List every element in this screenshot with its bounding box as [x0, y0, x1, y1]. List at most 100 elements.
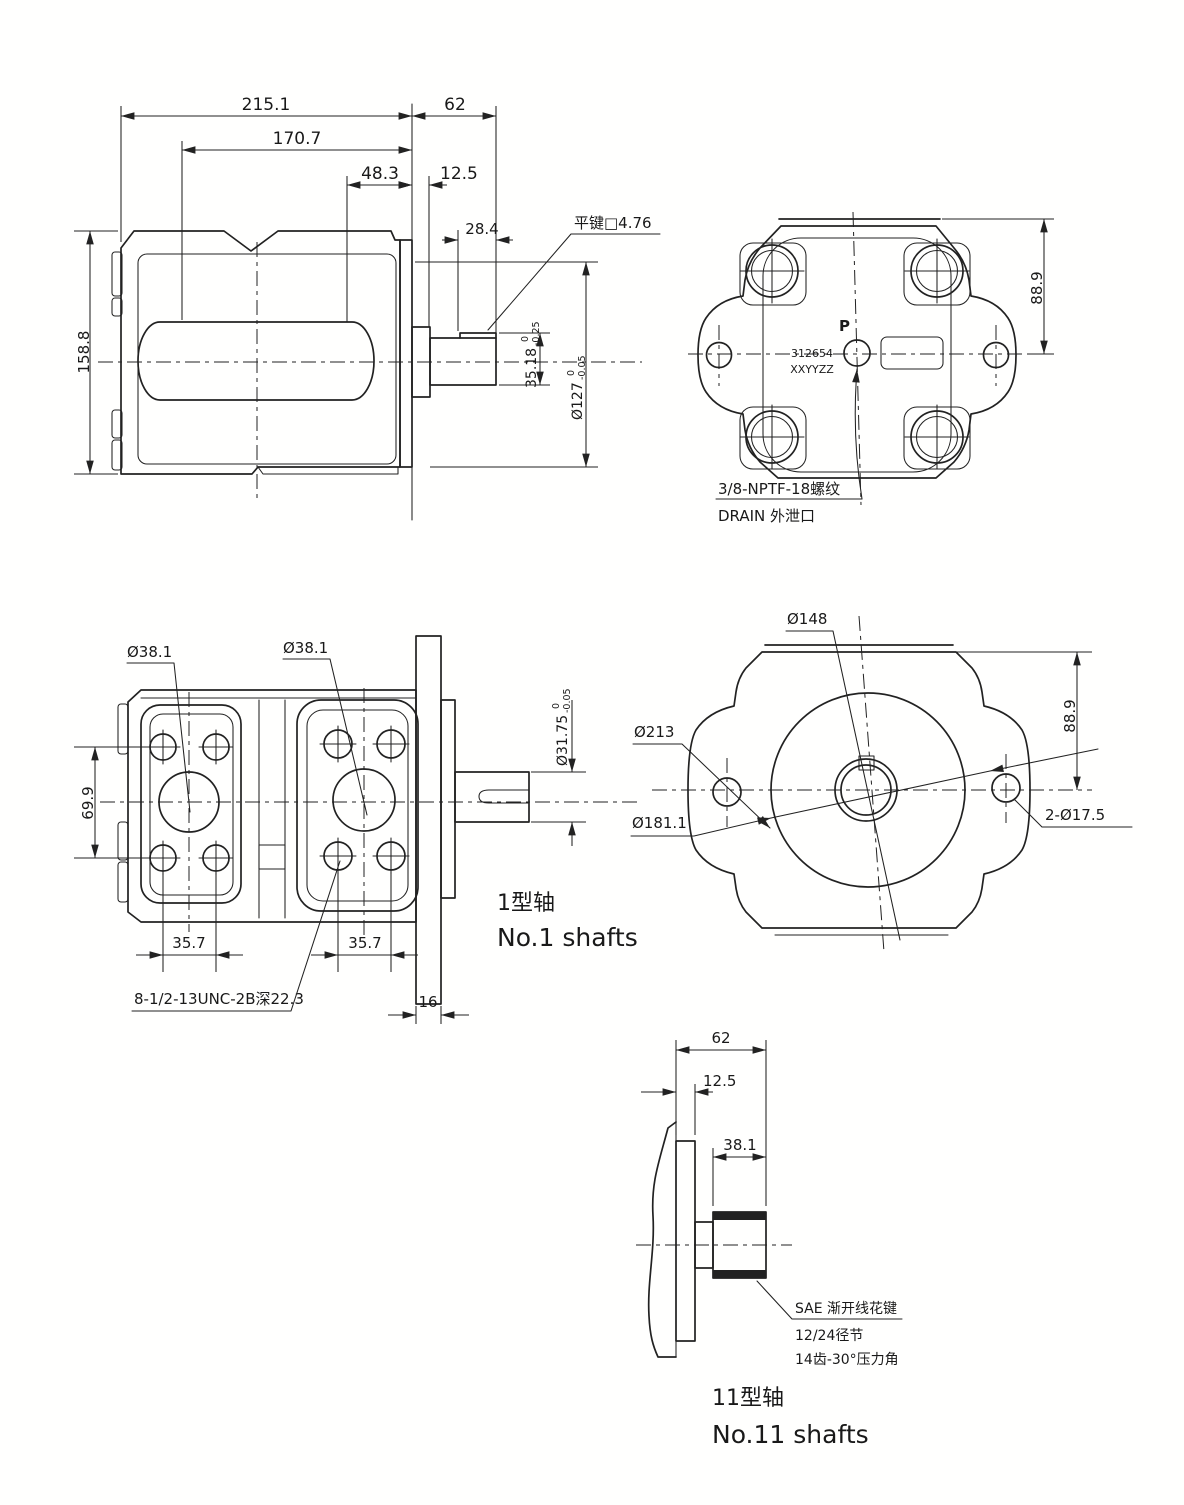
- key-note-label: 平键□4.76: [574, 214, 652, 232]
- front-view: Ø148 Ø213 Ø181.1 2-Ø17.5 88.9: [630, 610, 1133, 953]
- port-face-view: Ø38.1 Ø38.1 69.9 35.7: [74, 635, 642, 1024]
- dim-357-left-label: 35.7: [172, 934, 205, 952]
- dim-no1-shaft-dia: Ø31.75 0 -0.05: [531, 688, 586, 846]
- shaft11-dim-125-label: 12.5: [703, 1072, 736, 1090]
- drain-note-1: 3/8-NPTF-18螺纹: [718, 480, 840, 498]
- dim-158-label: 158.8: [75, 331, 93, 374]
- rear-dim-889-label: 88.9: [1028, 271, 1046, 304]
- port-boss-4: [111, 439, 123, 471]
- shaft11-flange-plate: [675, 1140, 696, 1342]
- dim-215-label: 215.1: [242, 95, 291, 115]
- port-dia-left-callout: Ø38.1: [126, 643, 191, 813]
- dim-shaft-dia: 35.18 0 -0.25: [499, 321, 550, 388]
- screw-tl: [739, 238, 805, 304]
- dim-125: 12.5: [394, 164, 478, 327]
- no1-shaft: [454, 771, 530, 823]
- dim-148-callout: Ø148: [785, 610, 901, 941]
- front-v-centerline: [858, 615, 885, 953]
- spline-note-1: SAE 渐开线花键: [795, 1301, 897, 1317]
- dim-148-label: Ø148: [787, 610, 827, 628]
- port-dia-right-label: Ø38.1: [283, 639, 328, 657]
- ports-boss-2: [117, 821, 129, 861]
- shaft11-dim-125: 12.5: [641, 1072, 736, 1135]
- port-flange-left: [140, 704, 242, 904]
- front-dim-889: 88.9: [956, 651, 1092, 790]
- ports-boss-1: [117, 703, 129, 755]
- thread-note-callout: 8-1/2-13UNC-2B深22.3: [131, 860, 341, 1012]
- rear-v-centerline: [852, 211, 862, 506]
- shaft-tol-lo: -0.25: [531, 321, 542, 346]
- dim-holes-label: 2-Ø17.5: [1045, 806, 1105, 824]
- dim-357-left: 35.7: [136, 873, 243, 972]
- drain-note-2: DRAIN 外泄口: [718, 507, 815, 525]
- port-dia-right-callout: Ø38.1: [282, 639, 368, 816]
- drain-callout: 3/8-NPTF-18螺纹 DRAIN 外泄口: [715, 368, 863, 525]
- rear-body-outline: [697, 225, 1017, 479]
- screw-br: [904, 404, 970, 470]
- shaft11-dim-62-label: 62: [711, 1029, 730, 1047]
- shaft11-body-break: [647, 1121, 677, 1358]
- spline-teeth-top: [713, 1212, 766, 1220]
- pump-body-outline: [120, 230, 401, 475]
- port-dia-left-label: Ø38.1: [127, 643, 172, 661]
- dim-16-label: 16: [418, 993, 437, 1011]
- dim-pilot-dia: Ø127 0 -0.05: [415, 261, 598, 468]
- shaft11-dim-62: 62: [675, 1029, 767, 1206]
- no1-shaft-dia-label: Ø31.75: [555, 715, 571, 766]
- no1-shaft-keyway: [478, 789, 530, 804]
- dim-213-label: Ø213: [634, 723, 674, 741]
- shaft-tol-hi: 0: [520, 336, 531, 342]
- spline-note-3: 14齿-30°压力角: [795, 1352, 899, 1368]
- serial-code: XXYYZZ: [790, 363, 834, 376]
- rear-view: P 312654 XXYYZZ 88.9 3/8-NPTF-18螺纹 DRAIN…: [688, 211, 1054, 525]
- dim-48-label: 48.3: [361, 164, 399, 184]
- spline-note-callout: SAE 渐开线花键 12/24径节 14齿-30°压力角: [756, 1280, 903, 1368]
- dim-1811-label: Ø181.1: [632, 814, 687, 832]
- rotor-cylinder: [137, 321, 375, 401]
- spline-note-2: 12/24径节: [795, 1328, 863, 1344]
- port-boss-2: [111, 297, 123, 317]
- body-bottom-lip: [257, 466, 399, 475]
- pilot-tol-lo: -0.05: [577, 355, 588, 380]
- dim-284: 28.4: [442, 220, 513, 331]
- shaft-dia-label: 35.18: [524, 348, 540, 388]
- front-dim-889-label: 88.9: [1061, 699, 1079, 732]
- no1-shaft-tol-lo: -0.05: [562, 688, 573, 713]
- shaft11-view: 62 12.5 38.1 SAE 渐开线花键 12/24径节 14齿-30°压力…: [636, 1029, 903, 1449]
- ports-mounting-flange: [415, 635, 442, 1005]
- dim-125-label: 12.5: [440, 164, 478, 184]
- shaft-key: [459, 332, 497, 339]
- shaft11-dim-381-label: 38.1: [723, 1136, 756, 1154]
- no11-caption-en: No.11 shafts: [712, 1420, 869, 1449]
- rear-dim-889: 88.9: [942, 218, 1054, 355]
- screw-bl: [739, 404, 805, 470]
- no1-caption-en: No.1 shafts: [497, 923, 638, 952]
- dim-48: 48.3: [346, 164, 412, 322]
- port-boss-1: [111, 251, 123, 297]
- shaft11-dim-381: 38.1: [712, 1136, 766, 1206]
- no1-shaft-tol-hi: 0: [551, 703, 562, 709]
- ports-boss-3: [117, 861, 129, 903]
- dim-holes-callout: 2-Ø17.5: [1013, 798, 1133, 828]
- pilot-tol-hi: 0: [566, 370, 577, 376]
- screw-tr: [904, 238, 970, 304]
- ports-body-outline: [127, 689, 417, 923]
- dim-357-right: 35.7: [311, 872, 418, 972]
- port-boss-3: [111, 409, 123, 439]
- dim-699-label: 69.9: [79, 786, 97, 819]
- keyway-notch: [858, 755, 875, 771]
- cartridge-outline: [137, 253, 397, 465]
- no11-caption-cn: 11型轴: [712, 1386, 784, 1411]
- dim-158: 158.8: [74, 230, 118, 475]
- dim-213-callout: Ø213: [632, 723, 771, 829]
- ports-body-step: [440, 699, 456, 899]
- pilot-dia-label: Ø127: [570, 382, 586, 420]
- nameplate: [880, 336, 944, 370]
- dim-16: 16: [388, 993, 469, 1024]
- dim-1811-callout: Ø181.1: [630, 748, 1099, 837]
- mounting-flange: [399, 239, 413, 468]
- no1-caption-cn: 1型轴: [497, 891, 555, 916]
- dim-62: 62: [412, 95, 497, 333]
